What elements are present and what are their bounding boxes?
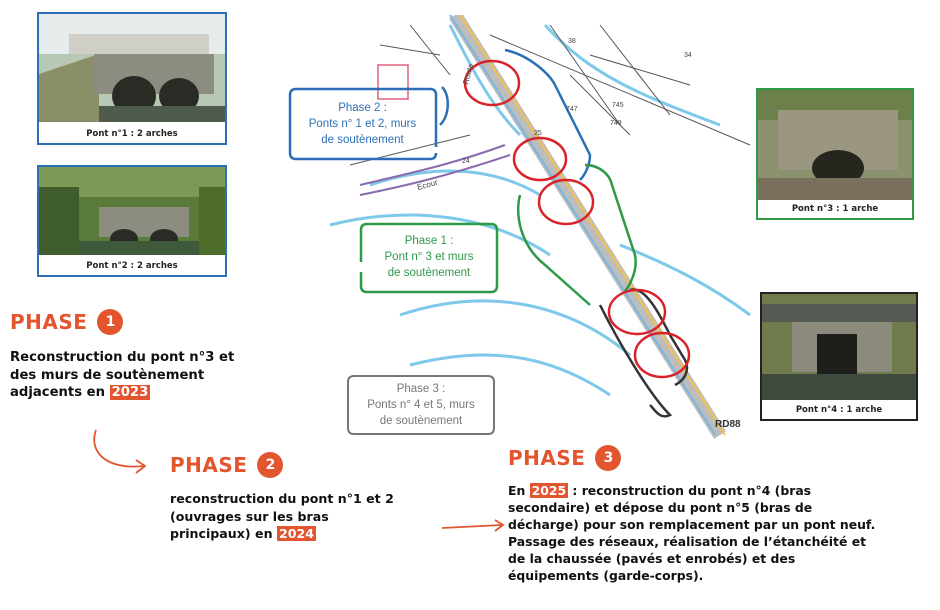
- phase2-label-title: Phase 2 :: [338, 102, 387, 114]
- photo-card-pont-3: Pont n°3 : 1 arche: [756, 88, 914, 220]
- phase-2-line: reconstruction du pont n°1 et 2: [170, 491, 394, 506]
- bridge-markers: [463, 59, 691, 379]
- phase3-label-title: Phase 3 :: [396, 383, 446, 395]
- parcel-number: 25: [534, 130, 542, 137]
- parcel-number: 24: [462, 158, 470, 165]
- phase-3-line: décharge) pour son remplacement par un p…: [508, 517, 876, 532]
- parcel-number: 34: [684, 52, 692, 59]
- phase-3-header: PHASE 3: [508, 445, 622, 471]
- phase3-label: Phase 3 : Ponts n° 4 et 5, murs de soutè…: [348, 381, 494, 429]
- phase2-label-frame: [288, 87, 438, 161]
- bridge-marker-1: [463, 59, 521, 107]
- photo-card-pont-4: Pont n°4 : 1 arche: [760, 292, 918, 421]
- bridge-marker-3: [537, 178, 595, 226]
- phase-3-text: En 2025 : reconstruction du pont n°4 (br…: [508, 482, 875, 584]
- phase-1-word: PHASE: [10, 310, 88, 334]
- parcel-numbers: 38 34 747 749 25 24 745: [462, 38, 692, 165]
- place-label: Ecour: [416, 178, 439, 192]
- phase-3-line: secondaire) et dépose du pont n°5 (bras …: [508, 500, 813, 515]
- phase-2-line: (ouvrages sur les bras: [170, 508, 329, 524]
- phase-3-line: de la chaussée (pavés et enrobés) et des: [508, 551, 796, 566]
- phase2-bracket: [504, 48, 592, 181]
- phase-2-word: PHASE: [170, 453, 248, 477]
- site-map: 38 34 747 749 25 24 745 Route Ecour RD88: [329, 15, 751, 439]
- phase-3-line: équipements (garde-corps).: [508, 568, 704, 583]
- photo-pont-1: [39, 14, 225, 122]
- phase-1-line: des murs de soutènement: [10, 367, 205, 383]
- parcel-number: 38: [568, 38, 576, 45]
- phase-2-text: reconstruction du pont n°1 et 2 (ouvrage…: [170, 490, 394, 543]
- parcel-number: 749: [610, 120, 622, 127]
- phase1-bracket-left: [517, 194, 591, 306]
- phase-3-line: Passage des réseaux, réalisation de l’ét…: [508, 534, 867, 549]
- parcel-lines: [349, 24, 751, 166]
- phase-2-line-text: principaux) en: [170, 526, 277, 541]
- phase2-label-line: Ponts n° 1 et 2, murs: [308, 118, 417, 130]
- photo-card-pont-1: Pont n°1 : 2 arches: [37, 12, 227, 145]
- network-lines: [359, 144, 511, 196]
- photo-caption: Pont n°1 : 2 arches: [86, 129, 178, 139]
- phase1-label-title: Phase 1 :: [404, 235, 454, 247]
- phase-2-number-badge: 2: [257, 452, 284, 478]
- parcel-number: 747: [566, 106, 578, 113]
- photo-caption: Pont n°2 : 2 arches: [86, 261, 178, 271]
- phase2-bracket-left: [439, 86, 449, 126]
- photo-pont-2: [39, 167, 225, 255]
- phase3-bracket-left: [598, 304, 673, 418]
- phase-1-text: Reconstruction du pont n°3 et des murs d…: [10, 349, 234, 402]
- phase-3-number-badge: 3: [595, 445, 622, 471]
- photo-caption: Pont n°3 : 1 arche: [791, 204, 879, 214]
- phase-1-line-text: adjacents en: [10, 385, 110, 400]
- phase-3-word: PHASE: [508, 446, 586, 470]
- phase2-label: Phase 2 : Ponts n° 1 et 2, murs de soutè…: [290, 100, 435, 148]
- phase1-label-line: de soutènement: [387, 267, 471, 279]
- bridge-marker-4: [607, 288, 667, 336]
- phase3-label-line: Ponts n° 4 et 5, murs: [367, 399, 475, 411]
- bridge-marker-5: [633, 331, 691, 379]
- year-badge-2025: 2025: [529, 483, 569, 498]
- phase1-label: Phase 1 : Pont n° 3 et murs de soutèneme…: [360, 233, 498, 281]
- photo-pont-3: [758, 90, 912, 200]
- straight-arrow: [441, 519, 505, 532]
- photo-pont-4: [762, 294, 916, 400]
- phase-1-header: PHASE 1: [10, 309, 124, 335]
- phase3-label-frame: [347, 375, 495, 435]
- bridge-marker-2: [512, 136, 568, 182]
- phase-3-line-text: : reconstruction du pont n°4 (bras: [568, 483, 812, 498]
- phase1-bracket: [584, 163, 637, 292]
- road-label: RD88: [715, 419, 741, 430]
- phase-3-line: En 2025 : reconstruction du pont n°4 (br…: [508, 482, 875, 499]
- phase1-label-line: Pont n° 3 et murs: [384, 251, 474, 263]
- parcel-number: 745: [612, 102, 624, 109]
- phase-1-number-badge: 1: [97, 309, 124, 335]
- phase2-label-line: de soutènement: [321, 134, 404, 146]
- phase-1-line: Reconstruction du pont n°3 et: [10, 350, 235, 365]
- phase-2-header: PHASE 2: [170, 452, 284, 478]
- building-marker: [377, 64, 409, 100]
- curved-arrow: [93, 429, 147, 474]
- year-badge-2024: 2024: [276, 526, 316, 541]
- photo-caption: Pont n°4 : 1 arche: [795, 405, 883, 415]
- phase-3-line-text: En: [508, 483, 530, 498]
- route-label: Route: [461, 62, 475, 85]
- year-badge-2023: 2023: [109, 385, 151, 400]
- phase1-label-frame: [359, 222, 499, 294]
- phase3-label-line: de soutènement: [379, 415, 463, 427]
- phase-1-line: adjacents en 2023: [10, 384, 234, 402]
- phase-2-line: principaux) en 2024: [170, 525, 394, 543]
- photo-card-pont-2: Pont n°2 : 2 arches: [37, 165, 227, 277]
- road-axis: [449, 15, 726, 439]
